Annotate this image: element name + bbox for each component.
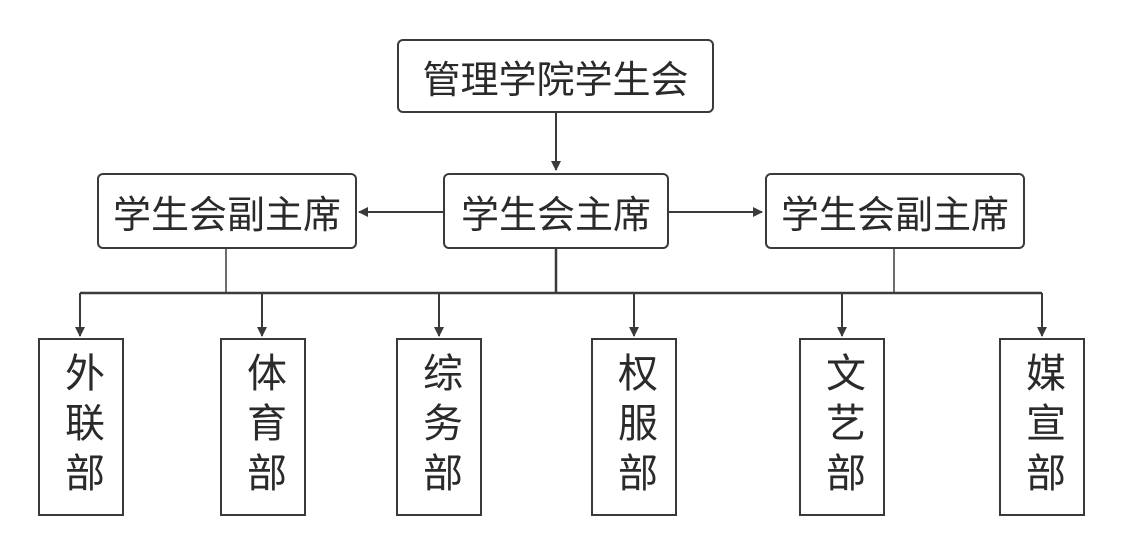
root-node: 管理学院学生会 <box>397 39 714 113</box>
department-node: 综务部 <box>396 338 482 516</box>
department-node: 媒宣部 <box>999 338 1085 516</box>
vice-chair-left-node: 学生会副主席 <box>97 173 357 249</box>
vice-chair-right-node: 学生会副主席 <box>765 173 1025 249</box>
department-node: 权服部 <box>591 338 677 516</box>
department-node: 体育部 <box>220 338 306 516</box>
chair-node: 学生会主席 <box>443 173 669 249</box>
department-node: 外联部 <box>38 338 124 516</box>
department-node: 文艺部 <box>799 338 885 516</box>
